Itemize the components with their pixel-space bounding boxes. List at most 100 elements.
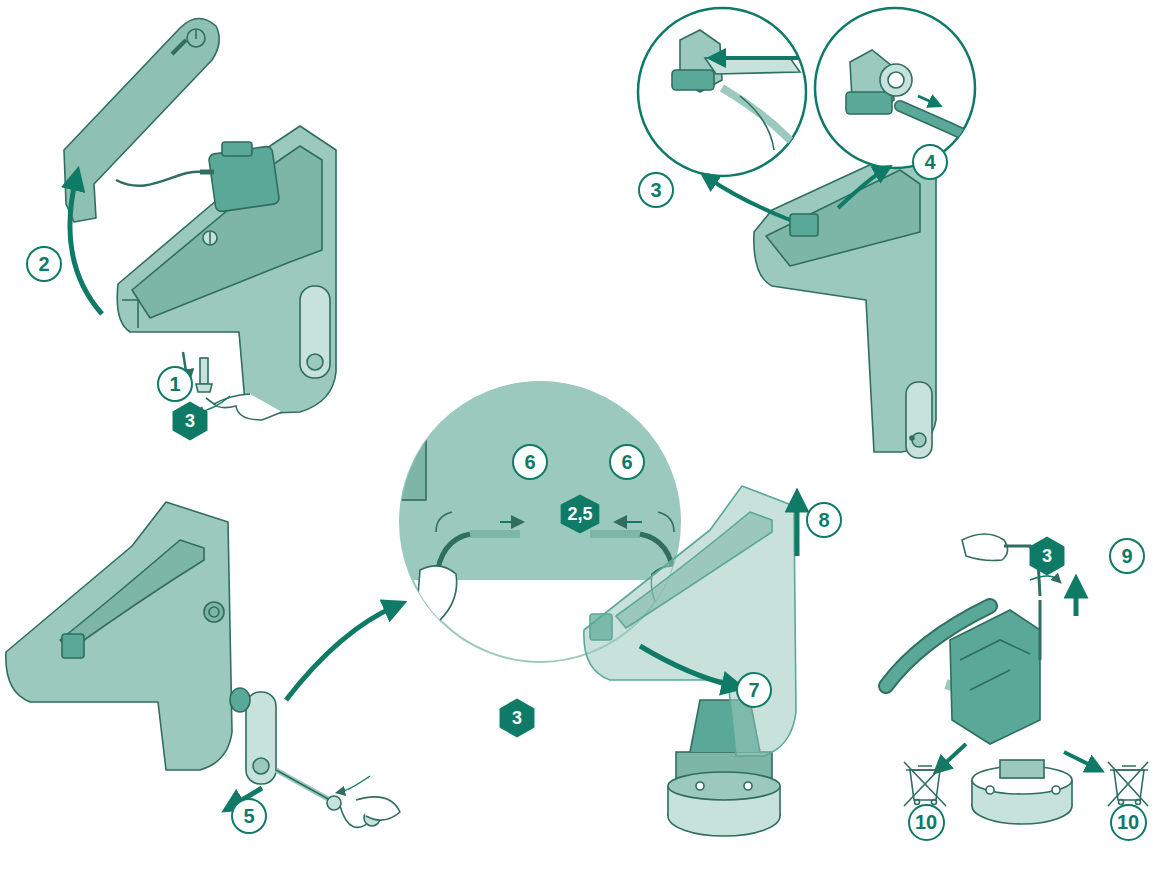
callout-text: 3 [1042,547,1052,565]
callout-number: 5 [231,798,267,834]
electronics-5 [986,786,994,794]
faucet-body-3 [6,502,232,770]
callout-text: 3 [512,709,522,727]
hand-tool-5 [962,534,1008,561]
screw-and-hand-1 [200,358,208,384]
inset-connector-1 [638,8,810,176]
callout-text: 10 [915,812,937,832]
inset-arrow [286,606,396,700]
step-hexagon: 3 [1028,536,1066,576]
faucet-body-1 [132,146,322,318]
inset-connector-1 [722,88,810,150]
callout-number: 10 [1110,804,1147,841]
inset-rear-view [590,530,640,538]
lever-and-pin [230,688,250,712]
callout-number: 7 [736,672,772,708]
faucet-body-2 [910,436,914,440]
inset-rear-view [470,530,520,538]
hand-tool-5 [1030,576,1058,580]
callout-text: 7 [748,680,759,700]
faucet-body-1 [203,231,217,245]
faucet-body-2 [906,382,932,458]
dispose-arrow [1064,752,1096,768]
faucet-body-1 [117,126,336,414]
lift-arrow [795,500,800,556]
weee-bin-icon [904,762,946,806]
electronics-base-4 [744,782,752,790]
callout-number: 10 [908,804,945,841]
hexagon-shape [173,401,208,440]
faucet-housing-ghost [590,614,612,640]
inset-connector-2 [900,106,980,142]
cover-lid [195,30,197,39]
screw-and-hand-1 [206,398,214,404]
inset-connector-2 [846,92,892,114]
callout-text: 4 [924,152,935,172]
callout-text: 2,5 [567,505,592,523]
electronics-5 [886,600,1072,824]
cover-lid [64,18,219,222]
inset-connector-2 [815,8,980,168]
weee-bin-icon [1108,762,1148,806]
weee-bin-icon [1136,800,1141,805]
callout-text: 2 [38,254,49,274]
inset-rear-view [500,521,518,523]
faucet-body-3 [62,634,84,658]
weee-bin-icon [904,762,946,806]
callout-text: 5 [243,806,254,826]
electronics-base-4 [696,782,704,790]
callout-text: 10 [1117,812,1139,832]
electronics-5 [1052,786,1060,794]
faucet-body-2 [790,214,818,236]
callout-text: 6 [621,452,632,472]
callout-text: 6 [524,452,535,472]
lever-and-pin [327,796,341,810]
faucet-body-1 [209,232,211,244]
faucet-body-1 [307,354,323,370]
inset-connector-2 [815,8,975,168]
faucet-body-1 [122,300,138,328]
cover-lid [187,29,205,47]
callout-number: 4 [912,144,948,180]
electronics-5 [1039,600,1042,660]
callout-number: 9 [1109,538,1145,574]
faucet-housing-ghost [584,486,796,756]
weee-bin-icon [1108,762,1148,806]
lever-and-pin [246,692,276,784]
callout-text: 9 [1121,546,1132,566]
callout-text: 8 [818,510,829,530]
screw-and-hand-1 [196,384,212,392]
hexagon-shape [1030,536,1065,575]
inset-arrow [708,178,790,220]
lift-arrow [70,178,102,314]
callout-number: 8 [806,502,842,538]
inset-connector-2 [918,96,936,104]
faucet-body-3 [6,502,232,770]
lever-and-pin [356,797,400,820]
faucet-body-1 [300,286,330,378]
faucet-body-2 [754,150,936,458]
cover-lid [116,172,204,186]
faucet-body-2 [912,433,926,447]
hand-tool-5 [1074,586,1079,616]
callout-number: 2 [26,246,62,282]
weee-bin-icon [915,800,920,805]
faucet-body-1 [117,126,336,414]
inset-connector-1 [672,70,714,90]
callout-text: 1 [169,374,180,394]
inset-connector-2 [900,106,980,142]
inset-connector-2 [888,72,904,88]
inset-connector-1 [716,56,800,60]
screw-and-hand-1 [214,394,282,420]
inset-rear-view [400,380,426,500]
inset-connector-1 [740,96,774,150]
lever-and-pin [340,776,370,792]
hexagon-shape [500,698,535,737]
step-hexagon: 3 [498,698,536,738]
electronics-5 [960,640,1030,690]
step-hexagon: 3 [171,401,209,441]
inset-connector-1 [705,58,800,74]
inset-connector-2 [880,64,912,96]
